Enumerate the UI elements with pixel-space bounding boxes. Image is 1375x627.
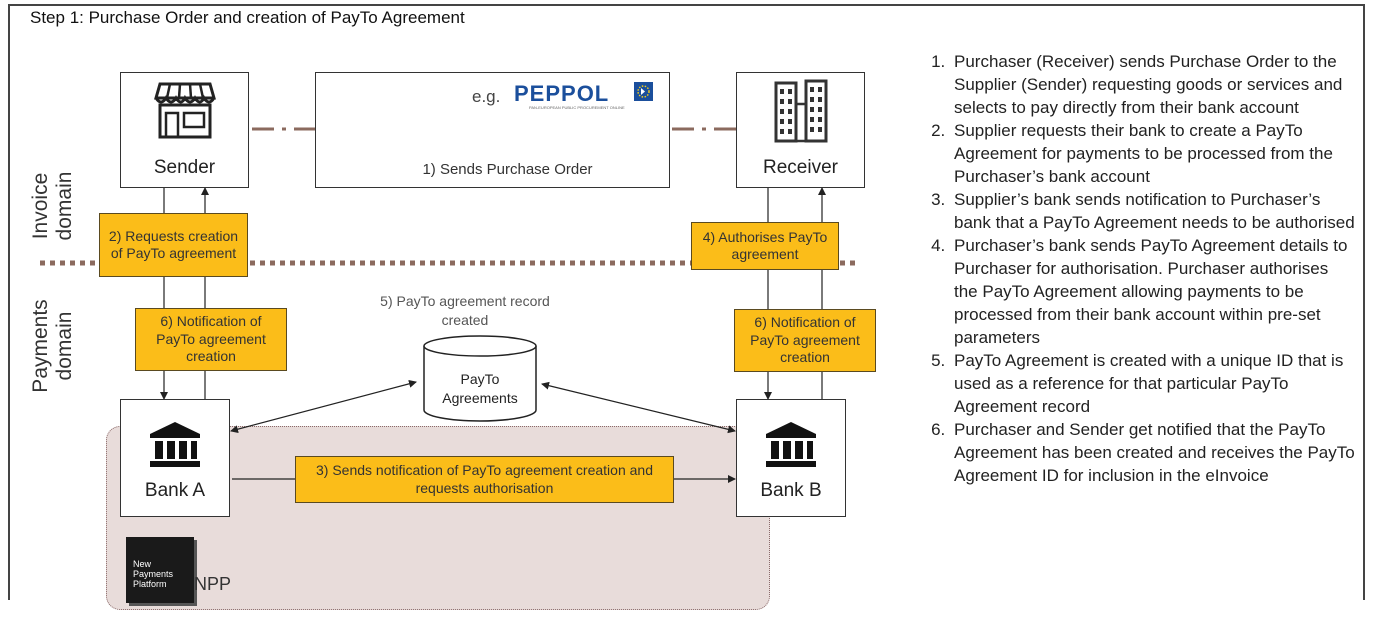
db-bank-b-arrow — [541, 381, 736, 434]
diagram-title: Step 1: Purchase Order and creation of P… — [30, 8, 465, 27]
bank-a-box: Bank A — [120, 399, 230, 517]
payments-domain-label: Payments domain — [29, 281, 81, 411]
npp-label: NPP — [194, 574, 232, 594]
step-6b-box: 6) Notification of PayTo agreement creat… — [734, 309, 876, 372]
step-6a-label: 6) Notification of PayTo agreement creat… — [156, 313, 266, 365]
receiver-label: Receiver — [763, 157, 838, 178]
peppol-eu-icon — [634, 82, 653, 101]
step-2-box: 2) Requests creation of PayTo agreement — [99, 213, 248, 277]
step-5-label: 5) PayTo agreement record created — [380, 293, 550, 328]
database-label: PayTo Agreements — [442, 371, 518, 406]
payments-domain-text: Payments domain — [29, 299, 77, 393]
step-4-box: 4) Authorises PayTo agreement — [691, 222, 839, 270]
storefront-icon — [154, 82, 216, 139]
peppol-box: e.g. PEPPOL PAN-EUROPEAN PUBLIC PROCUREM… — [315, 72, 670, 188]
peppol-logo-subtext: PAN-EUROPEAN PUBLIC PROCUREMENT ONLINE — [529, 105, 625, 110]
description-item-3: Supplier’s bank sends notification to Pu… — [950, 188, 1356, 234]
step-2-label: 2) Requests creation of PayTo agreement — [108, 227, 239, 262]
npp-logo-text: New Payments Platform — [133, 559, 174, 589]
bank-icon — [150, 422, 200, 467]
step-4-label: 4) Authorises PayTo agreement — [702, 228, 828, 263]
invoice-domain-label: Invoice domain — [29, 141, 81, 271]
step-6a-box: 6) Notification of PayTo agreement creat… — [135, 308, 287, 371]
bank-a-label: Bank A — [144, 480, 206, 501]
step-3-box: 3) Sends notification of PayTo agreement… — [295, 456, 674, 503]
description-item-4: Purchaser’s bank sends PayTo Agreement d… — [950, 234, 1356, 349]
database-icon — [423, 335, 537, 422]
peppol-prefix: e.g. — [472, 87, 501, 106]
sender-label: Sender — [153, 157, 216, 178]
bank-b-box: Bank B — [736, 399, 846, 517]
receiver-box: Receiver — [736, 72, 865, 188]
diagram-frame — [8, 4, 1365, 600]
step-6b-label: 6) Notification of PayTo agreement creat… — [750, 314, 860, 366]
description-item-1: Purchaser (Receiver) sends Purchase Orde… — [950, 50, 1356, 119]
bank-b-label: Bank B — [760, 480, 822, 501]
description-item-6: Purchaser and Sender get notified that t… — [950, 418, 1356, 487]
step-1-label: 1) Sends Purchase Order — [422, 161, 593, 178]
step-3-label: 3) Sends notification of PayTo agreement… — [316, 462, 653, 496]
bank-a-db-arrow — [230, 379, 417, 434]
peppol-logo-text: PEPPOL — [514, 81, 610, 106]
bank-icon — [766, 422, 816, 467]
npp-logo: New Payments Platform — [126, 537, 194, 603]
description-item-2: Supplier requests their bank to create a… — [950, 119, 1356, 188]
sender-box: Sender — [120, 72, 249, 188]
invoice-domain-text: Invoice domain — [29, 171, 77, 241]
office-building-icon — [774, 79, 828, 143]
description-list: Purchaser (Receiver) sends Purchase Orde… — [916, 50, 1356, 487]
description-item-5: PayTo Agreement is created with a unique… — [950, 349, 1356, 418]
